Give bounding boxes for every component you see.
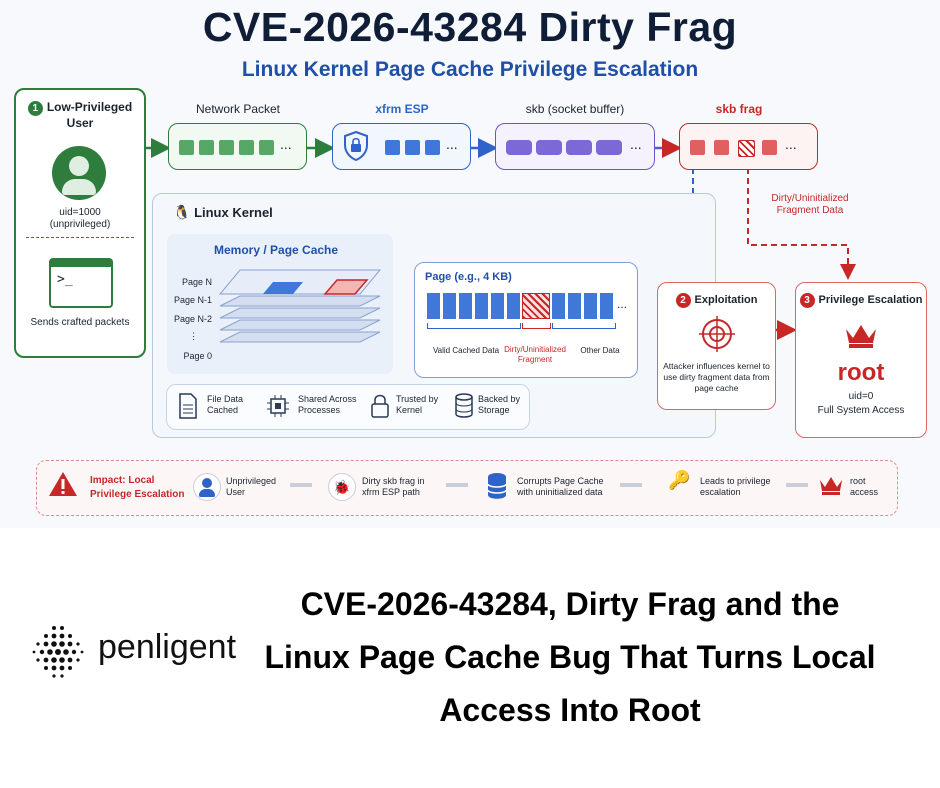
- exploit-desc: Attacker influences kernel to use dirty …: [663, 361, 770, 393]
- page-label-3: ⋮: [189, 331, 198, 341]
- key-icon: 🔑: [668, 470, 691, 490]
- ellipsis: ...: [785, 136, 797, 152]
- network-packet-label: Network Packet: [195, 102, 281, 116]
- root-access: Full System Access: [817, 405, 905, 416]
- crown-icon: [846, 325, 876, 348]
- user-action: Sends crafted packets: [30, 317, 130, 328]
- user-uid-note: (unprivileged): [49, 219, 111, 230]
- step-2-badge: 2: [675, 293, 691, 308]
- user-icon: [193, 473, 221, 501]
- terminal-prompt: >_: [57, 272, 73, 287]
- root-uid: uid=0: [848, 391, 874, 402]
- dirty-fragment-note: Dirty/Uninitialized Fragment Data: [771, 193, 849, 216]
- lock-icon: [371, 394, 389, 418]
- step-1-badge: 1: [27, 101, 43, 116]
- kernel-title: Linux Kernel: [194, 205, 273, 220]
- penguin-icon: 🐧: [173, 204, 191, 220]
- impact-step-2: Corrupts Page Cache with uninitialized d…: [517, 476, 604, 497]
- dirty-fragment-cell: [522, 293, 550, 319]
- feature-0: File Data Cached: [207, 394, 244, 415]
- impact-arrow: [620, 483, 642, 487]
- dirty-fragment-label: Dirty/Uninitialized Fragment: [504, 345, 566, 364]
- xfrm-esp-label: xfrm ESP: [375, 102, 429, 116]
- page-subtitle: Linux Kernel Page Cache Privilege Escala…: [241, 58, 699, 81]
- user-uid: uid=1000: [59, 207, 101, 218]
- penligent-logo-icon: [32, 626, 84, 678]
- page-cache-stack: [218, 269, 382, 343]
- ellipsis: ...: [280, 136, 292, 152]
- impact-step-0: Unprivileged User: [226, 476, 277, 497]
- ellipsis: ...: [446, 136, 458, 152]
- page-title: CVE-2026-43284 Dirty Frag: [202, 4, 738, 50]
- skb-frag-label: skb frag: [715, 102, 763, 116]
- target-icon: [699, 316, 735, 352]
- user-avatar-icon: [52, 146, 106, 200]
- user-title: Low-Privileged User: [46, 100, 133, 130]
- page-detail-title: Page (e.g., 4 KB): [425, 271, 512, 283]
- privesc-title: Privilege Escalation: [818, 294, 923, 306]
- kernel-features: [166, 384, 530, 430]
- infographic: CVE-2026-43284 Dirty Frag Linux Kernel P…: [14, 4, 927, 516]
- step-3-badge: 3: [799, 293, 815, 308]
- impact-bar: [36, 460, 898, 516]
- warning-icon: [49, 472, 77, 496]
- database-icon: [455, 393, 473, 418]
- page-label-1: Page N-1: [173, 295, 212, 305]
- page-label-4: Page 0: [183, 351, 212, 361]
- page-label-0: Page N: [181, 277, 212, 287]
- skb-label: skb (socket buffer): [525, 102, 625, 116]
- ellipsis: ...: [617, 297, 628, 311]
- impact-arrow: [446, 483, 468, 487]
- skb-box: ...: [495, 123, 655, 170]
- feature-1: Shared Across Processes: [298, 394, 357, 415]
- impact-step-3: Leads to privilege escalation: [700, 476, 771, 497]
- xfrm-esp-box: ...: [332, 123, 471, 170]
- bug-icon: 🐞: [328, 473, 356, 501]
- exploit-title: Exploitation: [694, 294, 758, 306]
- feature-2: Trusted by Kernel: [396, 394, 439, 415]
- ellipsis: ...: [630, 136, 642, 152]
- feature-3: Backed by Storage: [478, 394, 521, 415]
- document-icon: [179, 393, 197, 419]
- terminal-icon: >_: [49, 258, 113, 308]
- root-label: root: [837, 359, 885, 386]
- page-detail-box: Page (e.g., 4 KB) ... Valid Cached Data …: [414, 262, 638, 378]
- article-headline: CVE-2026-43284, Dirty Frag and the Linux…: [264, 586, 876, 728]
- database-icon: [487, 473, 507, 499]
- impact-step-1: Dirty skb frag in xfrm ESP path: [362, 476, 425, 497]
- brand-name: penligent: [98, 628, 237, 666]
- impact-title: Impact: Local Privilege Escalation: [90, 475, 185, 500]
- impact-arrow: [290, 483, 312, 487]
- valid-data-label: Valid Cached Data: [432, 346, 500, 355]
- other-data-label: Other Data: [580, 346, 620, 355]
- shield-lock-icon: [344, 131, 368, 161]
- dirty-fragment-mark: [738, 140, 755, 157]
- impact-step-4: root access: [850, 476, 879, 497]
- skb-frag-box: ...: [679, 123, 818, 170]
- memory-title: Memory / Page Cache: [214, 243, 339, 257]
- arrow-frag-privesc: [747, 168, 856, 280]
- chip-icon: [267, 395, 289, 417]
- impact-arrow: [786, 483, 808, 487]
- network-packet-box: ...: [168, 123, 307, 170]
- page-label-2: Page N-2: [173, 314, 212, 324]
- crown-icon: [820, 477, 842, 495]
